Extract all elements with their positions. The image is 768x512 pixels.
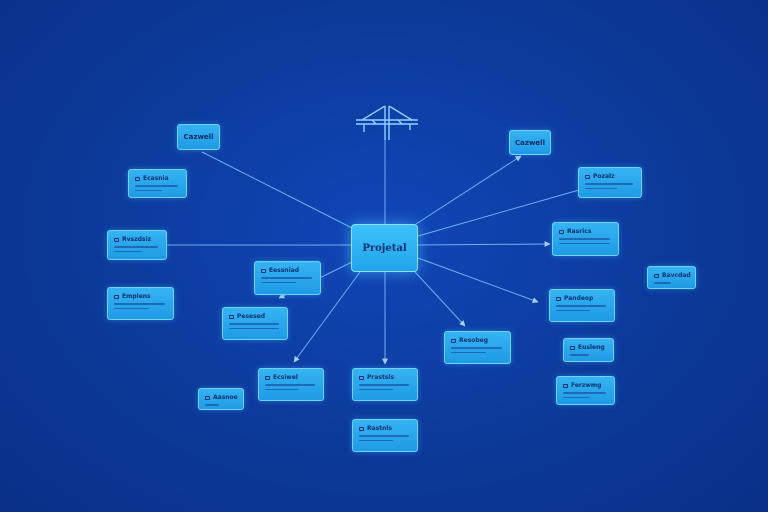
card-right-4[interactable]: Eusleng	[563, 338, 614, 362]
card-title: Aasnoe	[213, 394, 238, 401]
card-icon	[205, 395, 210, 400]
card-right-2[interactable]: Rasrics	[552, 222, 619, 256]
card-title: Ecsiwel	[273, 374, 298, 381]
card-right-5[interactable]: Ferzwmg	[556, 376, 615, 405]
edge-center-to-pesesed	[293, 271, 361, 363]
card-small-left[interactable]: Aasnoe	[198, 388, 244, 410]
card-icon	[570, 345, 575, 350]
card-title: Eessniad	[269, 267, 299, 274]
card-title: Pozalz	[593, 173, 615, 180]
card-left-1[interactable]: Ecasnia	[128, 169, 187, 198]
edge-center-to-eessniad	[417, 257, 539, 303]
card-icon	[114, 294, 119, 299]
center-node[interactable]: Projetal	[351, 224, 418, 272]
card-icon	[265, 375, 270, 380]
card-title: Bavcdad	[662, 272, 691, 279]
edge-center-to-cazwell-left	[201, 151, 353, 229]
node-cazwell-right[interactable]: Cazwell	[509, 130, 551, 155]
card-left-2[interactable]: Rvszdsiz	[107, 230, 167, 260]
card-icon	[135, 176, 140, 181]
card-title: Emplens	[122, 293, 151, 300]
card-icon	[261, 268, 266, 273]
card-title: Resobeg	[459, 337, 489, 344]
card-bottom-center-2[interactable]: Rastnls	[352, 419, 418, 452]
card-title: Pesesed	[237, 313, 266, 320]
card-title: Eusleng	[578, 344, 605, 351]
card-icon	[359, 426, 364, 431]
card-left-3[interactable]: Emplens	[107, 287, 174, 320]
card-bottom-left-1[interactable]: Ecsiwel	[258, 368, 324, 401]
card-icon	[563, 383, 568, 388]
node-label: Cazwell	[515, 138, 545, 147]
card-icon	[654, 273, 659, 278]
edge-center-to-emplens	[414, 271, 466, 327]
card-mid-left-2[interactable]: Pesesed	[222, 307, 288, 340]
edge-center-to-cazwell-right	[415, 155, 522, 225]
crane-icon	[356, 105, 418, 140]
card-title: Ferzwmg	[571, 382, 602, 389]
card-icon	[114, 237, 119, 242]
card-title: Prastsls	[367, 374, 395, 381]
node-cazwell-left[interactable]: Cazwell	[177, 124, 220, 150]
node-label: Cazwell	[183, 133, 214, 141]
card-title: Rasrics	[567, 228, 592, 235]
center-node-label: Projetal	[362, 242, 407, 254]
card-title: Ecasnia	[143, 175, 169, 182]
card-icon	[451, 338, 456, 343]
edge-center-to-ecasnia	[417, 189, 580, 237]
card-right-1[interactable]: Pozalz	[578, 167, 642, 198]
card-icon	[559, 229, 564, 234]
card-bottom-center-1[interactable]: Prastsls	[352, 368, 418, 401]
card-mid-left-1[interactable]: Eessniad	[254, 261, 321, 295]
card-icon	[585, 174, 590, 179]
card-title: Pandeop	[564, 295, 594, 302]
card-mid-right-1[interactable]: Resobeg	[444, 331, 511, 364]
edge-center-to-rvszdsiz	[417, 241, 551, 248]
card-title: Rastnls	[367, 425, 393, 432]
card-right-3[interactable]: Pandeop	[549, 289, 615, 322]
card-title: Rvszdsiz	[122, 236, 152, 243]
card-icon	[556, 296, 561, 301]
card-far-right-1[interactable]: Bavcdad	[647, 266, 696, 289]
card-icon	[229, 314, 234, 319]
card-icon	[359, 375, 364, 380]
